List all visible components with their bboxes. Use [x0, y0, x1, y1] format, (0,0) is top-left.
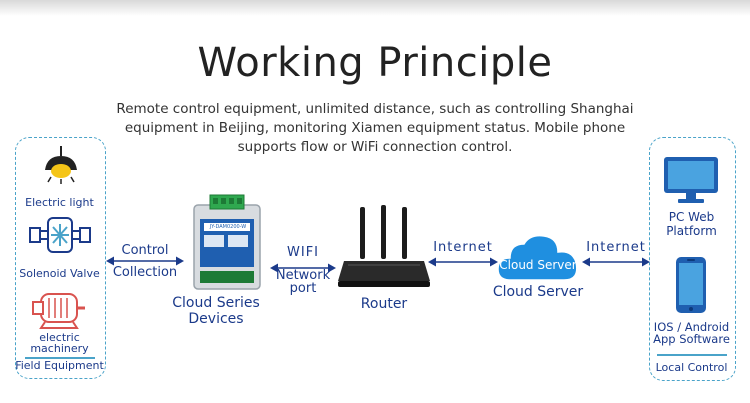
control-label: Control [121, 243, 169, 258]
field-item-label: electric machinery [15, 332, 104, 354]
cloud-icon [496, 232, 580, 284]
port-label: port [289, 281, 317, 296]
page-subtitle: Remote control equipment, unlimited dist… [116, 101, 634, 155]
electric-label-line: electric machinery [30, 331, 89, 355]
local-panel-footer: Local Control [655, 361, 728, 374]
monitor-icon [662, 155, 720, 205]
local-item-label-line2: Platform [666, 224, 717, 238]
device-model-text: JY-DAM0200-W [209, 224, 247, 230]
wifi-label: WIFI [287, 245, 319, 260]
local-item-label-line2: App Software [653, 332, 730, 346]
light-bulb-icon [39, 146, 83, 190]
field-item-label: Electric light [25, 196, 94, 209]
motor-icon [31, 288, 87, 330]
cloud-device-image [188, 193, 266, 293]
internet-right-label: Internet [586, 240, 646, 255]
field-panel-divider [25, 357, 95, 359]
local-panel-divider [657, 354, 727, 356]
device-label-line1: Cloud Series [172, 295, 260, 311]
cloud-badge: Cloud Server [499, 258, 577, 272]
field-equipment-panel [15, 137, 106, 379]
device-label-line2: Devices [188, 311, 244, 327]
smartphone-icon [675, 256, 707, 314]
internet-arrow-right [582, 256, 650, 268]
network-label: Network [275, 268, 331, 283]
local-item-label-line1: IOS / Android [653, 320, 730, 334]
field-item-label: Solenoid Valve [19, 267, 100, 280]
router-label: Router [360, 296, 408, 312]
local-control-panel [649, 137, 736, 381]
top-shade [0, 0, 750, 16]
wifi-arrow [270, 262, 336, 274]
page-title: Working Principle [197, 40, 553, 86]
valve-icon [29, 214, 91, 256]
internet-left-label: Internet [433, 240, 493, 255]
cloud-label: Cloud Server [492, 284, 584, 300]
field-panel-footer: Field Equipment [15, 359, 104, 372]
control-arrow [106, 255, 184, 267]
router-image [336, 205, 432, 293]
internet-arrow-left [428, 256, 498, 268]
collection-label: Collection [112, 265, 178, 280]
local-item-label-line1: PC Web [668, 210, 715, 224]
